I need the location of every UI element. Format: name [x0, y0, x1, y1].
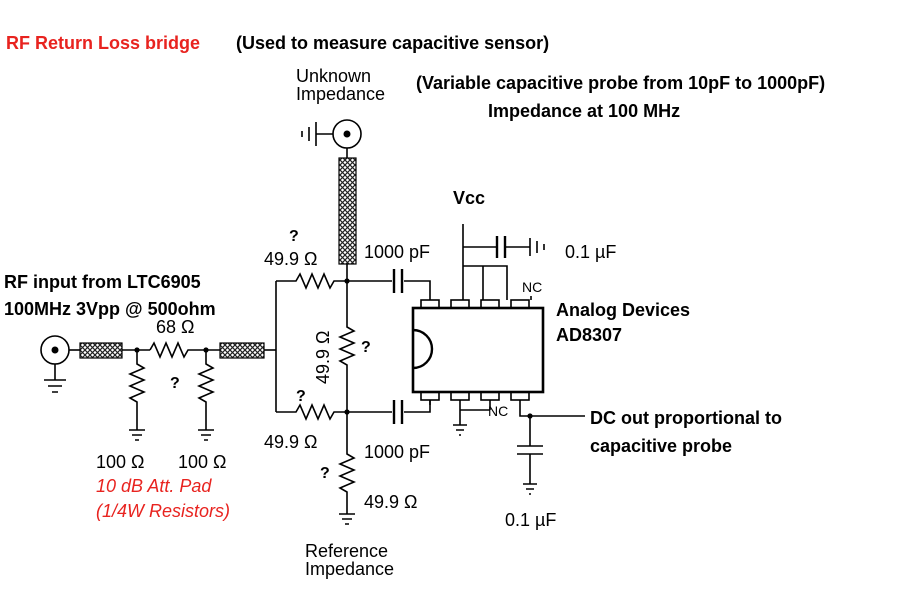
unknown-coax-cable	[338, 157, 357, 265]
question-mark-pad: ?	[170, 375, 180, 392]
vcc-label: Vcc	[453, 188, 485, 208]
cap-vcc-label: 0.1 µF	[565, 242, 616, 262]
resistor-100-right	[196, 350, 216, 441]
vcc-decoupling	[462, 224, 545, 300]
ad8307-chip	[411, 299, 545, 401]
input-coax-cable	[79, 342, 123, 359]
unknown-label-line2: Impedance	[296, 84, 385, 104]
cap-out-label: 0.1 µF	[505, 510, 556, 530]
question-mark-mid: ?	[361, 339, 371, 356]
ref-label-line2: Impedance	[305, 559, 394, 579]
dc-out-line2: capacitive probe	[590, 436, 732, 456]
subtitle: (Used to measure capacitive sensor)	[236, 33, 549, 53]
title: RF Return Loss bridge	[6, 33, 200, 53]
probe-impedance-note: Impedance at 100 MHz	[488, 101, 680, 121]
rf-input-line2: 100MHz 3Vpp @ 500ohm	[4, 299, 216, 319]
cap-top-icon	[392, 269, 404, 293]
unknown-connector-icon	[301, 119, 362, 149]
r-100-left-label: 100 Ω	[96, 452, 145, 472]
pad-label-line2: (1/4W Resistors)	[96, 501, 230, 521]
cap-bottom-icon	[392, 400, 404, 424]
pad-label-line1: 10 dB Att. Pad	[96, 476, 212, 496]
cap-top-label: 1000 pF	[364, 242, 430, 262]
resistor-bridge-vertical	[337, 281, 357, 412]
resistor-100-left	[127, 350, 147, 441]
chip-vendor: Analog Devices	[556, 300, 690, 320]
r-100-right-label: 100 Ω	[178, 452, 227, 472]
ref-label-line1: Reference	[305, 541, 388, 561]
resistor-bridge-bottom	[276, 402, 347, 422]
cap-bottom-label: 1000 pF	[364, 442, 430, 462]
question-mark-ref: ?	[320, 465, 330, 482]
r-top-label: 49.9 Ω	[264, 249, 318, 269]
question-mark-top: ?	[289, 228, 299, 245]
rf-input-connector-icon	[40, 335, 70, 393]
unknown-label-line1: Unknown	[296, 66, 371, 86]
dc-out-line1: DC out proportional to	[590, 408, 782, 428]
resistor-reference	[337, 412, 357, 525]
r-ref-label: 49.9 Ω	[364, 492, 418, 512]
chip-part: AD8307	[556, 325, 622, 345]
question-mark-bottom: ?	[296, 388, 306, 405]
resistor-bridge-top	[276, 271, 347, 291]
r-68-label: 68 Ω	[156, 317, 194, 337]
r-mid-vertical-label: 49.9 Ω	[313, 331, 333, 385]
middle-coax-cable	[219, 342, 265, 359]
probe-note: (Variable capacitive probe from 10pF to …	[416, 73, 825, 93]
resistor-68	[149, 340, 220, 360]
rf-input-line1: RF input from LTC6905	[4, 272, 201, 292]
r-bottom-label: 49.9 Ω	[264, 432, 318, 452]
nc-top-label: NC	[522, 279, 542, 295]
nc-bottom-label: NC	[488, 403, 508, 419]
